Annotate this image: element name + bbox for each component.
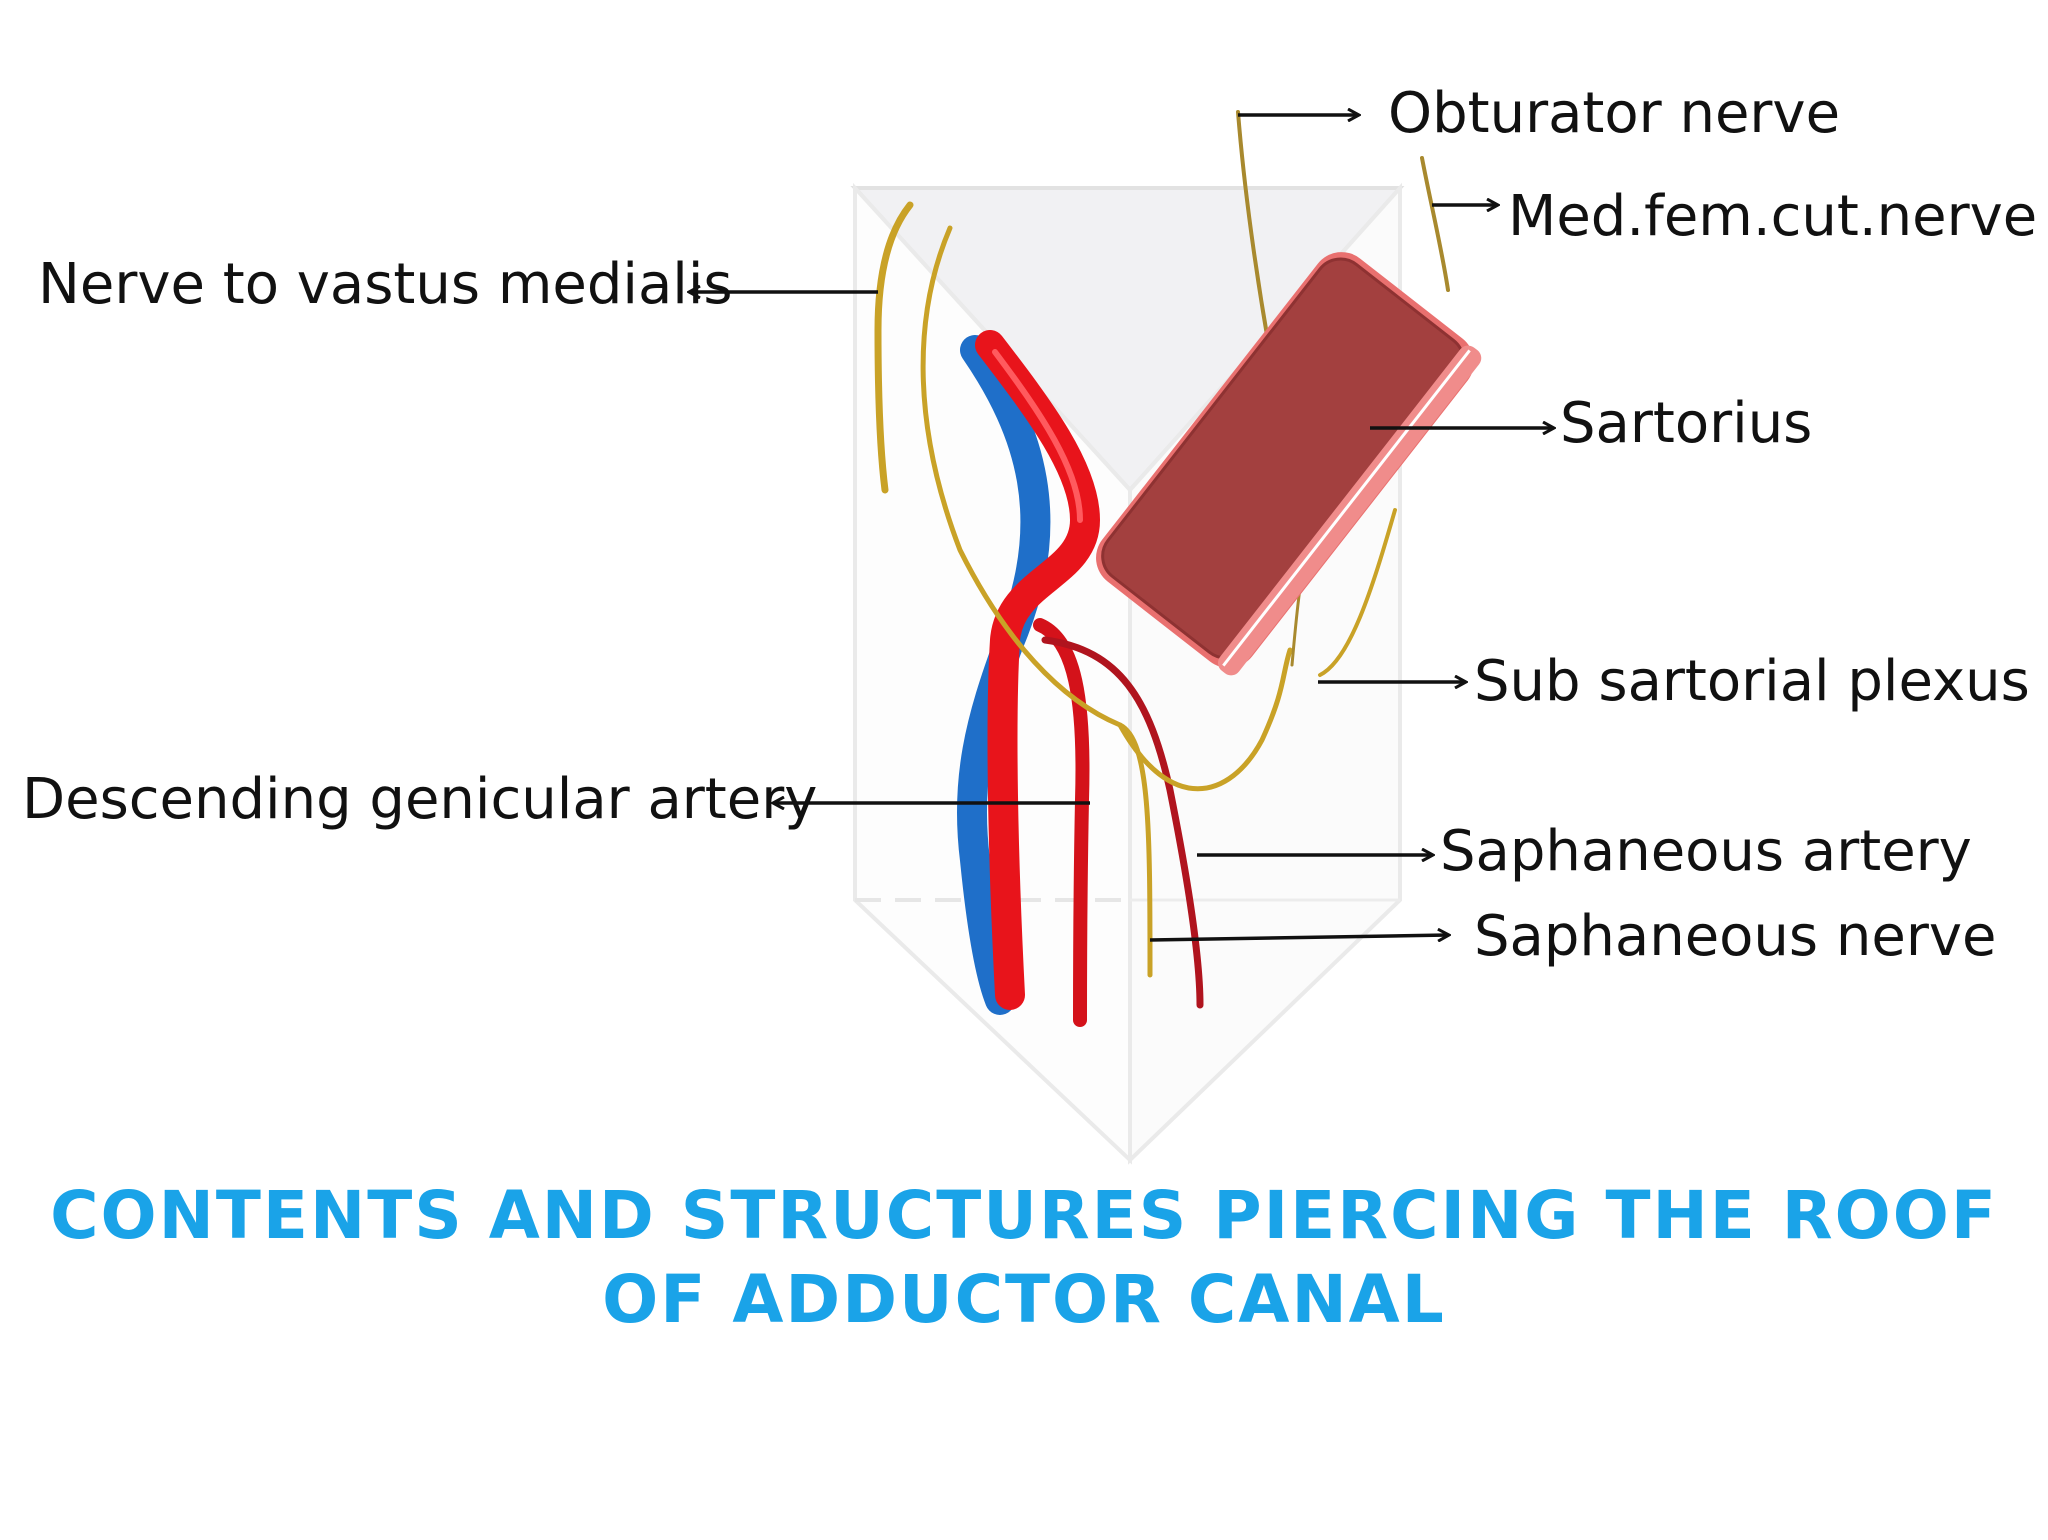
arrow-saphaneous-nerve — [1149, 935, 1448, 940]
descending-genicular-artery-vessel — [1033, 618, 1090, 1027]
diagram-title-line-2: OF ADDUCTOR CANAL — [602, 1261, 1446, 1338]
leader-arrows — [690, 115, 1553, 940]
label-saphaneous-artery: Saphaneous artery — [1440, 819, 1972, 884]
sub-sartorial-plexus-branch — [1318, 508, 1397, 677]
label-saphaneous-nerve: Saphaneous nerve — [1474, 904, 1996, 969]
label-sub-sartorial-plexus: Sub sartorial plexus — [1474, 649, 2030, 714]
label-nerve-to-vastus-medialis: Nerve to vastus medialis — [38, 252, 733, 317]
diagram-title-line-1: CONTENTS AND STRUCTURES PIERCING THE ROO… — [50, 1177, 1998, 1254]
label-med-fem-cut-nerve: Med.fem.cut.nerve — [1508, 184, 2037, 249]
med-fem-cut-nerve-strand — [1420, 156, 1450, 292]
saphaneous-nerve-strand — [920, 225, 1153, 978]
nerve-to-vastus-medialis-strand — [874, 201, 914, 494]
label-sartorius: Sartorius — [1560, 391, 1812, 456]
femoral-artery-highlight — [992, 349, 1083, 523]
label-obturator-nerve: Obturator nerve — [1388, 81, 1840, 146]
femoral-vein — [956, 335, 1051, 1015]
label-descending-genicular-artery: Descending genicular artery — [22, 767, 817, 832]
sub-sartorial-plexus-strand — [1117, 647, 1293, 792]
saphaneous-artery-vessel — [1041, 636, 1204, 1009]
